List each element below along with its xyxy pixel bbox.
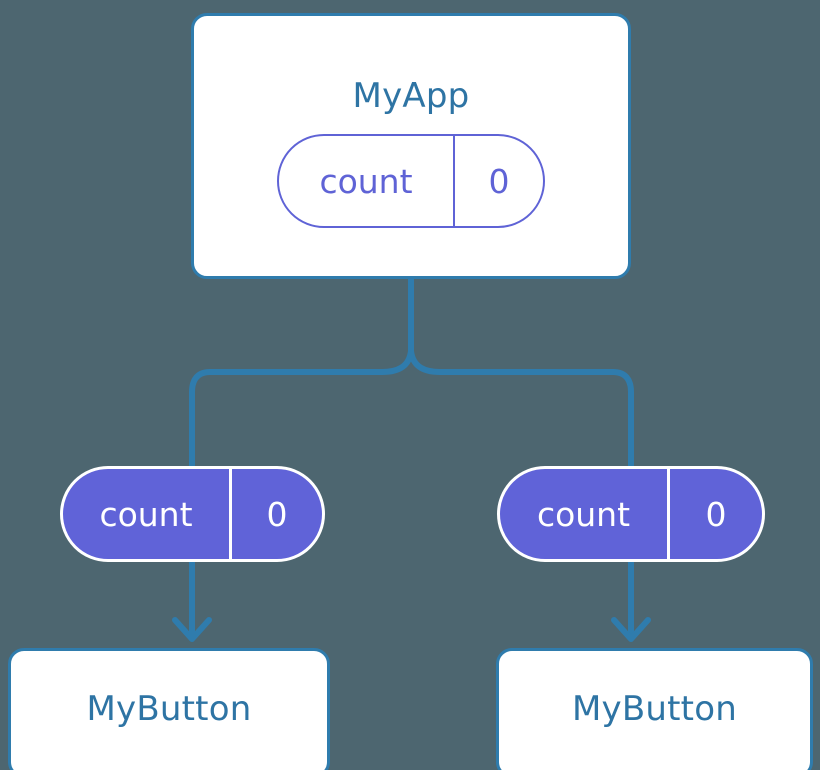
component-mybutton-right[interactable]: MyButton xyxy=(496,648,813,770)
arrowhead-left-icon xyxy=(172,617,212,642)
component-myapp[interactable]: MyApp xyxy=(191,13,631,279)
branch-right-elbow xyxy=(612,369,634,466)
fork-left-shoulder xyxy=(210,350,414,375)
state-pill-myapp[interactable]: count 0 xyxy=(277,134,545,228)
component-mybutton-left[interactable]: MyButton xyxy=(8,648,330,770)
state-pill-right[interactable]: count 0 xyxy=(497,466,765,562)
myapp-title: MyApp xyxy=(352,76,470,116)
state-pill-left[interactable]: count 0 xyxy=(60,466,325,562)
fork-right-shoulder xyxy=(408,350,613,375)
state-pill-right-value: 0 xyxy=(705,494,727,534)
state-pill-left-key: count xyxy=(63,469,232,559)
state-pill-right-key: count xyxy=(500,469,670,559)
arrowhead-right-icon xyxy=(611,617,651,642)
state-pill-left-value: 0 xyxy=(266,494,288,534)
mybutton-right-title: MyButton xyxy=(572,689,737,729)
mybutton-left-title: MyButton xyxy=(86,689,252,729)
state-pill-myapp-key: count xyxy=(279,136,455,226)
branch-left-elbow xyxy=(189,369,211,466)
state-pill-myapp-value: 0 xyxy=(488,161,510,201)
